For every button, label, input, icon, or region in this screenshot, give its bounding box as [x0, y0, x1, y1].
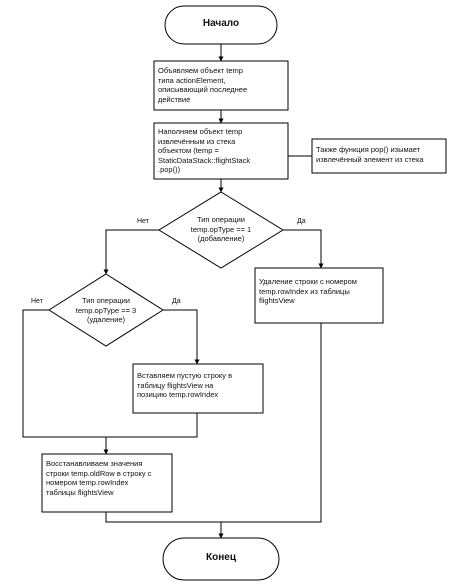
end-label: Конец — [206, 553, 236, 563]
condition1-diamond — [158, 191, 284, 269]
insert-row-text: Вставляем пустую строку в таблицу flight… — [137, 371, 233, 399]
connectors — [22, 44, 324, 539]
step1-text: Объявляем объект temp типа actionElement… — [158, 66, 248, 104]
condition1-text: Тип операции temp.opType == 1 (добавлени… — [190, 215, 252, 243]
restore-row-text: Восстанавливаем значения строки temp.old… — [46, 459, 152, 497]
condition2-yes-label: Да — [172, 298, 181, 305]
step2-text: Наполняем объект temp извлечённым из сте… — [158, 127, 251, 174]
delete-row-box — [254, 267, 384, 324]
start-label: Начало — [202, 19, 240, 29]
note-box — [311, 138, 447, 174]
condition2-no-label: Нет — [31, 298, 43, 305]
restore-row-box — [41, 453, 173, 513]
step2-box — [153, 122, 289, 180]
note-text: Также функция pop() изымает извлечённый … — [316, 145, 424, 164]
condition2-diamond — [48, 273, 164, 347]
condition2-text: Тип операции temp.opType == 3 (удаление) — [75, 296, 137, 324]
delete-row-text: Удаление строки с номером temp.rowIndex … — [259, 277, 357, 305]
condition1-yes-label: Да — [297, 218, 306, 225]
condition1-no-label: Нет — [137, 218, 149, 225]
